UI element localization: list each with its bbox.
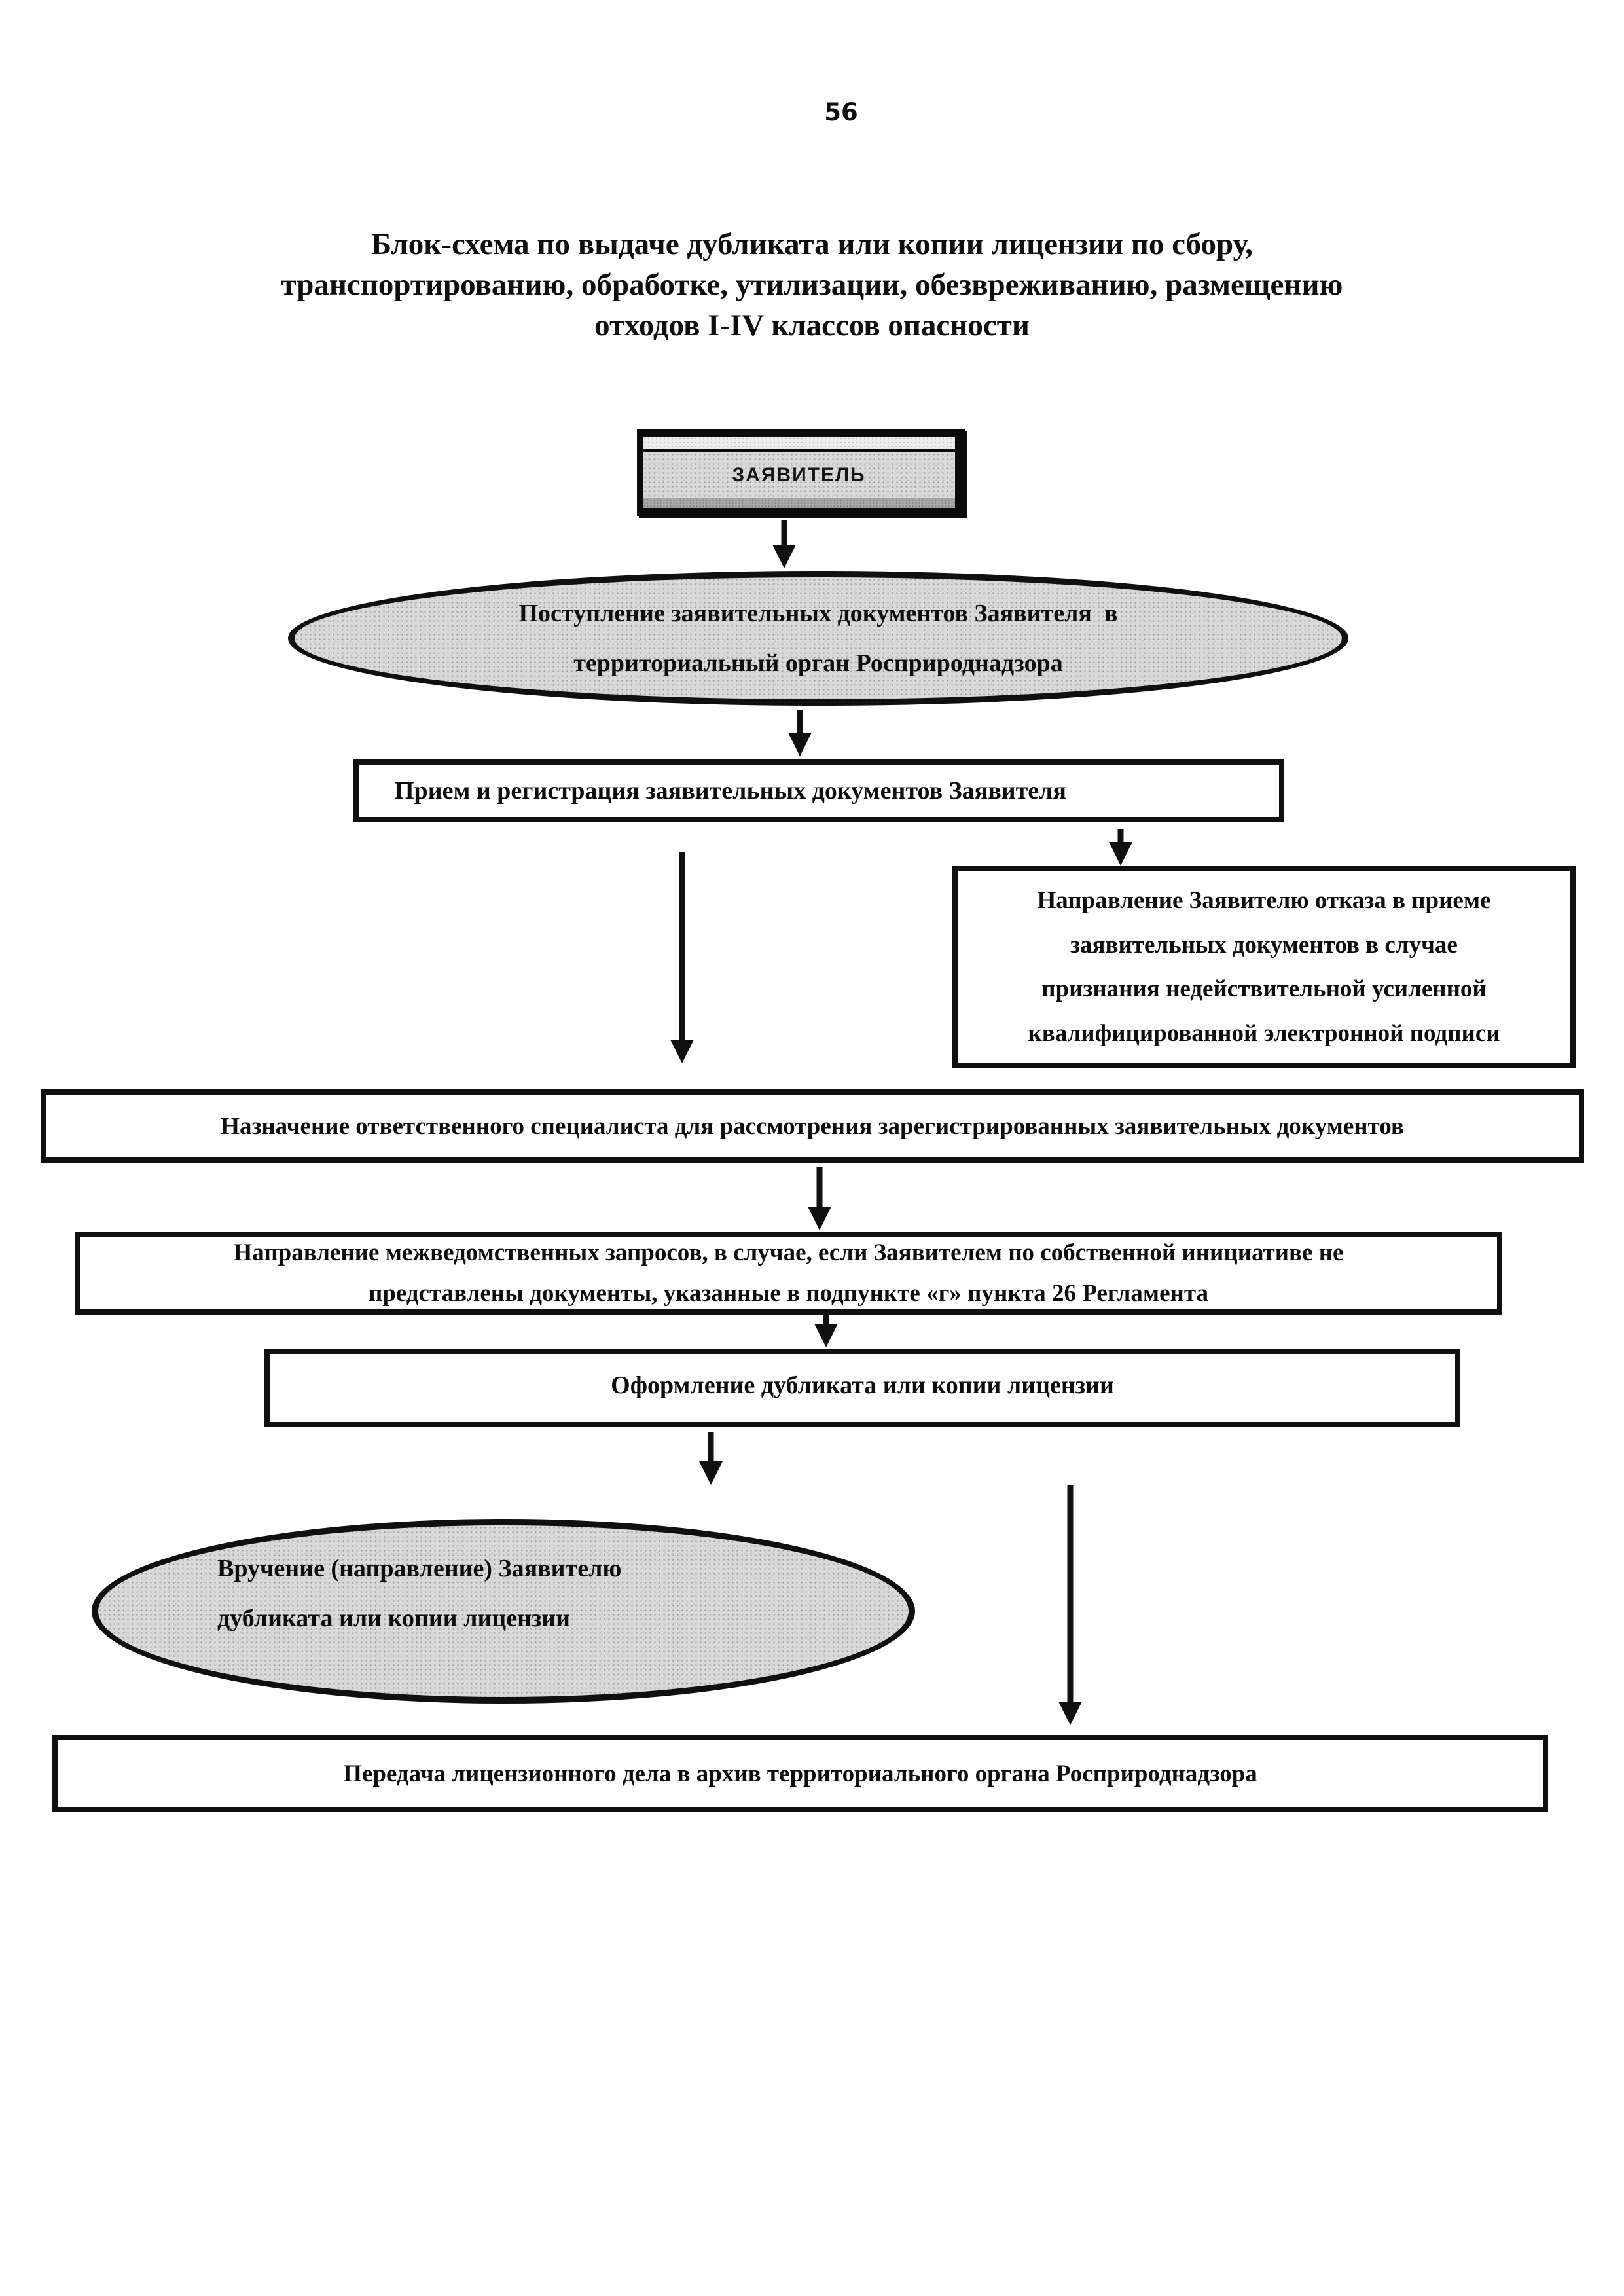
- receipt-ellipse: Поступление заявительных документов Заяв…: [288, 571, 1348, 706]
- archive-box-label: Передача лицензионного дела в архив терр…: [343, 1760, 1257, 1787]
- archive-box: Передача лицензионного дела в архив терр…: [52, 1735, 1548, 1812]
- receipt-ellipse-line: территориальный орган Росприроднадзора: [573, 649, 1063, 677]
- applicant-box-face: ЗАЯВИТЕЛЬ: [643, 437, 955, 508]
- interagency-box: Направление межведомственных запросов, в…: [75, 1232, 1502, 1315]
- refusal-box-line: заявительных документов в случае: [1070, 931, 1458, 958]
- refusal-box-line: Направление Заявителю отказа в приеме: [1037, 887, 1491, 915]
- arrow-receipt-to-reception: [787, 710, 813, 756]
- refusal-box: Направление Заявителю отказа в приеме за…: [952, 866, 1576, 1068]
- interagency-box-line: представлены документы, указанные в подп…: [368, 1280, 1208, 1307]
- title-line: транспортированию, обработке, утилизации…: [281, 268, 1343, 302]
- refusal-box-line: квалифицированной электронной подписи: [1028, 1019, 1500, 1047]
- delivery-ellipse-line: Вручение (направление) Заявителю: [217, 1555, 622, 1582]
- arrow-assignment-to-interagency: [806, 1167, 833, 1230]
- delivery-ellipse: Вручение (направление) Заявителю дублика…: [92, 1519, 915, 1704]
- delivery-ellipse-line: дубликата или копии лицензии: [217, 1605, 571, 1632]
- issuance-box: Оформление дубликата или копии лицензии: [264, 1349, 1460, 1427]
- assignment-box-label: Назначение ответственного специалиста дл…: [221, 1112, 1404, 1140]
- applicant-box-bevel-bottom: [643, 498, 955, 508]
- applicant-box: ЗАЯВИТЕЛЬ: [637, 429, 965, 516]
- reception-box-label: Прием и регистрация заявительных докумен…: [395, 777, 1067, 805]
- title-line: отходов I-IV классов опасности: [594, 308, 1030, 342]
- interagency-box-line: Направление межведомственных запросов, в…: [233, 1239, 1344, 1266]
- applicant-label: ЗАЯВИТЕЛЬ: [643, 452, 955, 498]
- receipt-ellipse-line: Поступление заявительных документов Заяв…: [518, 600, 1118, 627]
- issuance-box-label: Оформление дубликата или копии лицензии: [611, 1372, 1114, 1399]
- diagram-title: Блок-схема по выдаче дубликата или копии…: [0, 224, 1624, 346]
- arrow-reception-to-refusal: [1108, 829, 1134, 866]
- assignment-box: Назначение ответственного специалиста дл…: [41, 1089, 1584, 1163]
- title-line: Блок-схема по выдаче дубликата или копии…: [370, 227, 1254, 261]
- reception-box: Прием и регистрация заявительных докумен…: [353, 759, 1284, 822]
- arrow-reception-to-assignment: [669, 852, 695, 1063]
- arrow-applicant-to-receipt: [771, 520, 797, 568]
- arrow-issuance-to-archive: [1057, 1485, 1083, 1725]
- page-number: 56: [824, 98, 858, 126]
- arrow-issuance-to-delivery: [698, 1432, 724, 1485]
- arrow-interagency-to-issuance: [813, 1311, 839, 1347]
- refusal-box-line: признания недействительной усиленной: [1041, 975, 1487, 1003]
- applicant-box-bevel-top: [643, 437, 955, 452]
